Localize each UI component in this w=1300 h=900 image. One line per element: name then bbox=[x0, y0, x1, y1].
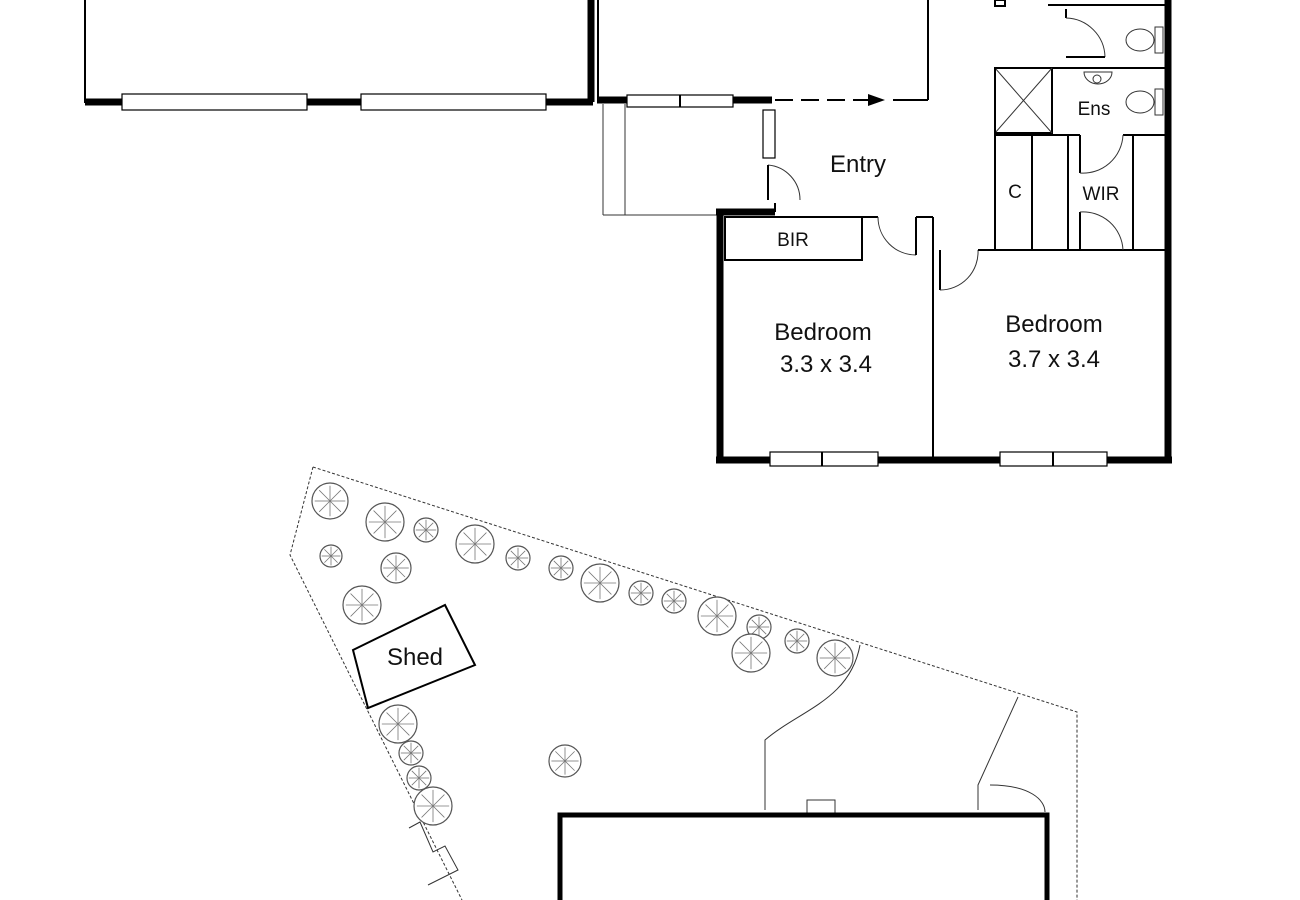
backyard: Shed bbox=[289, 466, 1078, 900]
shed-label: Shed bbox=[387, 644, 443, 671]
toilet-icon bbox=[1125, 28, 1155, 52]
room-label-bir: BIR bbox=[777, 230, 809, 251]
tree-icon bbox=[505, 545, 531, 571]
door-swing bbox=[1065, 17, 1106, 58]
bedroom-2-size: 3.7 x 3.4 bbox=[1008, 346, 1100, 373]
tree-icon bbox=[378, 704, 418, 744]
tree-icon bbox=[697, 596, 737, 636]
boundary-line bbox=[312, 466, 1078, 900]
tree-icon bbox=[548, 555, 574, 581]
lower-building bbox=[557, 812, 1050, 900]
tree-icon bbox=[816, 639, 854, 677]
tree-icon bbox=[398, 740, 424, 766]
bedroom-1-name: Bedroom bbox=[774, 319, 871, 346]
door-swing bbox=[877, 216, 917, 256]
tree-icon bbox=[413, 517, 439, 543]
tree-icon bbox=[319, 544, 343, 568]
room-label-cupboard: C bbox=[1008, 182, 1022, 203]
room-label-ensuite: Ens bbox=[1078, 99, 1111, 120]
bedroom-1-size: 3.3 x 3.4 bbox=[780, 351, 872, 378]
tree-icon bbox=[413, 786, 453, 826]
entry-porch: Entry bbox=[602, 104, 886, 216]
bedroom-2-name: Bedroom bbox=[1005, 311, 1102, 338]
tree-icon bbox=[365, 502, 405, 542]
tree-icon bbox=[784, 628, 810, 654]
door-swing bbox=[1079, 211, 1124, 251]
window bbox=[121, 93, 308, 111]
room-label-entry: Entry bbox=[830, 151, 886, 178]
bedroom-block: BIR Bedroom 3.3 x 3.4 Bedroom 3.7 x 3.4 bbox=[716, 0, 1172, 467]
bathroom-area: Ens C WIR bbox=[994, 0, 1168, 251]
built-in-robe bbox=[724, 216, 863, 261]
room-label-wir: WIR bbox=[1083, 184, 1120, 205]
window bbox=[360, 93, 547, 111]
side-window bbox=[762, 109, 776, 159]
arrow-icon bbox=[868, 94, 885, 106]
shed bbox=[351, 603, 477, 710]
boundary-line bbox=[289, 466, 463, 900]
door-swing bbox=[767, 164, 801, 201]
door-swing bbox=[1079, 134, 1124, 174]
tree-icon bbox=[731, 633, 771, 673]
tree-icon bbox=[580, 563, 620, 603]
tree-icon bbox=[628, 580, 654, 606]
tree-icon bbox=[311, 482, 349, 520]
door-swing bbox=[939, 249, 979, 291]
tree-icon bbox=[661, 588, 687, 614]
window bbox=[769, 451, 879, 467]
toilet-icon bbox=[1125, 90, 1155, 114]
tree-icon bbox=[455, 524, 495, 564]
tree-icon bbox=[406, 765, 432, 791]
tree-icon bbox=[342, 585, 382, 625]
tree-icon bbox=[548, 744, 582, 778]
tree-icon bbox=[380, 552, 412, 584]
upper-left-rooms bbox=[84, 0, 929, 111]
basin-icon bbox=[1083, 71, 1113, 85]
